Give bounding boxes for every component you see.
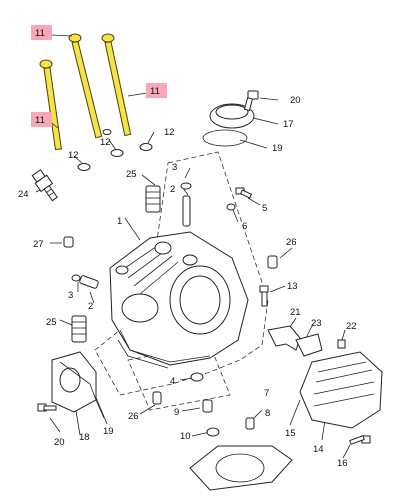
callout-2-lower: 2 <box>88 301 93 312</box>
plug-27 <box>63 236 74 248</box>
callout-17: 17 <box>283 119 294 130</box>
head-gasket <box>189 445 293 491</box>
side-cover-left <box>51 351 105 419</box>
callout-11-left: 11 <box>35 115 45 126</box>
washer-12-center <box>110 149 124 157</box>
head-bolt-left <box>39 59 62 151</box>
plug-26-lower <box>152 391 162 405</box>
callout-26-lower: 26 <box>128 411 139 422</box>
callout-9: 9 <box>174 407 179 418</box>
callout-6: 6 <box>242 221 247 232</box>
callout-20-lower: 20 <box>54 437 65 448</box>
spark-plug <box>31 169 58 202</box>
callout-19-top: 19 <box>272 143 283 154</box>
callout-13: 13 <box>287 281 298 292</box>
washer-12-small <box>102 129 112 135</box>
callout-4: 4 <box>170 376 175 387</box>
camshaft-cap <box>202 103 255 147</box>
callout-25-lower: 25 <box>46 317 57 328</box>
head-bolt-right <box>101 33 132 137</box>
callout-3-lower: 3 <box>68 290 73 301</box>
side-cover-right <box>299 351 383 429</box>
valve-spring-lower <box>71 315 87 343</box>
callout-10: 10 <box>180 431 191 442</box>
callout-16: 16 <box>337 458 348 469</box>
callout-11-right: 11 <box>150 86 160 97</box>
callout-12-right: 12 <box>164 127 175 138</box>
stud-5 <box>235 187 253 199</box>
callout-19-lower: 19 <box>103 426 114 437</box>
oring-3-lower <box>71 274 81 282</box>
callout-23: 23 <box>311 318 322 329</box>
callout-11-top: 11 <box>35 28 45 39</box>
callout-25-top: 25 <box>126 169 137 180</box>
callout-26-right: 26 <box>286 237 297 248</box>
callout-14: 14 <box>313 444 324 455</box>
callout-7: 7 <box>264 388 269 399</box>
assembly-dashed-outline-valves <box>127 344 231 411</box>
callout-2-top: 2 <box>170 184 175 195</box>
callout-1: 1 <box>117 216 122 227</box>
callout-24: 24 <box>18 189 29 200</box>
callout-20-top: 20 <box>290 95 301 106</box>
head-bolt-center <box>68 33 103 139</box>
callout-18: 18 <box>79 432 90 443</box>
bolt-20-top <box>243 90 259 112</box>
bolt-13 <box>259 285 269 307</box>
callout-5: 5 <box>262 203 267 214</box>
cylinder-head <box>109 231 249 369</box>
valve-spring-upper <box>145 185 161 213</box>
bracket-21 <box>267 325 301 351</box>
washer-12-right <box>139 143 153 151</box>
bolt-16 <box>349 435 371 445</box>
callout-11-highlight-right <box>146 83 167 98</box>
washer-12-left <box>77 163 91 171</box>
callout-11-highlight-left <box>31 112 52 127</box>
callout-12-small: 12 <box>100 137 111 148</box>
callout-3-top: 3 <box>172 162 177 173</box>
callout-11-highlight-top <box>31 25 52 40</box>
valve-guide-upper <box>182 195 191 227</box>
seal-4 <box>190 372 204 382</box>
cap-9 <box>202 399 213 413</box>
callout-27: 27 <box>33 239 44 250</box>
bracket-23 <box>295 333 323 357</box>
valve-guide-lower <box>79 275 99 289</box>
callout-15: 15 <box>285 428 296 439</box>
washer-6 <box>226 203 236 211</box>
leader-lines <box>35 34 351 459</box>
plug-8 <box>245 417 255 430</box>
bolt-22 <box>337 339 346 349</box>
callout-8: 8 <box>265 408 270 419</box>
plug-26-upper <box>267 255 278 269</box>
callout-12-left: 12 <box>68 150 79 161</box>
callout-21: 21 <box>290 307 301 318</box>
oring-3-upper <box>180 182 192 190</box>
washer-10 <box>206 427 220 437</box>
bolt-20-left <box>37 403 57 412</box>
callout-22: 22 <box>346 321 357 332</box>
